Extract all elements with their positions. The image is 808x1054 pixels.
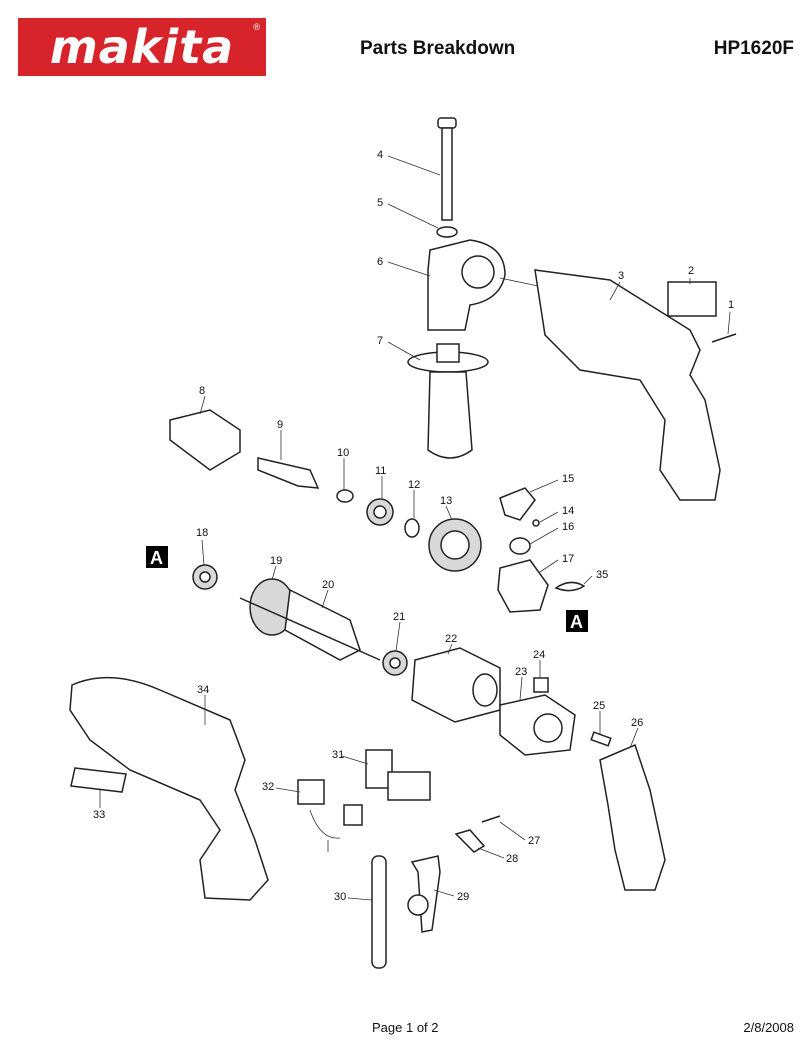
part-label-13: 13 [440, 495, 452, 507]
part-25-screw [590, 731, 612, 747]
part-6-ring [461, 255, 495, 289]
part-label-9: 9 [277, 419, 283, 431]
part-label-15: 15 [562, 473, 574, 485]
part-label-19: 19 [270, 555, 282, 567]
leader-lines [99, 155, 731, 901]
part-label-4: 4 [377, 149, 383, 161]
part-label-6: 6 [377, 256, 383, 268]
part-label-29: 29 [457, 891, 469, 903]
part-label-14: 14 [562, 505, 574, 517]
part-16-o-ring [509, 537, 531, 555]
part-label-11: 11 [375, 465, 386, 477]
part-label-33: 33 [93, 809, 105, 821]
part-31-switch-body [387, 771, 431, 801]
part-label-21: 21 [393, 611, 405, 623]
part-14-ball [532, 519, 540, 527]
part-label-27: 27 [528, 835, 540, 847]
part-label-12: 12 [408, 479, 420, 491]
part-15-lever [499, 487, 536, 521]
marker-a-left-label: A [150, 548, 163, 568]
part-label-34: 34 [197, 684, 209, 696]
part-7-handle [427, 371, 473, 459]
part-label-16: 16 [562, 521, 574, 533]
part-label-5: 5 [377, 197, 383, 209]
part-label-25: 25 [593, 700, 605, 712]
makita-logo: makita ® [18, 18, 266, 76]
part-30-cord [371, 855, 387, 969]
part-label-7: 7 [377, 335, 383, 347]
part-4-bolt-shaft [441, 127, 453, 221]
part-32-suppressor [297, 779, 325, 805]
marker-a-right-label: A [570, 612, 583, 632]
part-9-spindle [257, 457, 320, 489]
part-label-30: 30 [334, 891, 346, 903]
part-17-gear-housing [497, 559, 549, 613]
part-label-3: 3 [618, 270, 624, 282]
part-label-1: 1 [728, 299, 734, 311]
part-5-washer [436, 226, 458, 238]
part-label-8: 8 [199, 385, 205, 397]
part-4-bolt-head [437, 117, 457, 129]
part-3-housing [534, 269, 721, 501]
part-29-cord-guard [410, 855, 441, 933]
part-12-ring [404, 518, 420, 538]
marker-a-right: A [566, 610, 588, 632]
part-28-clamp [454, 829, 486, 853]
part-20-armature [284, 588, 361, 661]
model-number: HP1620F [713, 38, 794, 59]
part-26-handle-cover [599, 743, 666, 891]
part-24-cap [533, 677, 549, 693]
part-35-plate [554, 581, 586, 592]
part-label-24: 24 [533, 649, 545, 661]
part-8-chuck [169, 409, 241, 471]
logo-text: makita [49, 20, 235, 74]
part-label-32: 32 [262, 781, 274, 793]
part-label-23: 23 [515, 666, 527, 678]
part-label-22: 22 [445, 633, 457, 645]
page-number: Page 1 of 2 [372, 1020, 439, 1035]
part-label-35: 35 [596, 569, 608, 581]
part-label-31: 31 [332, 749, 344, 761]
part-label-26: 26 [631, 717, 643, 729]
part-6-grip-clamp [427, 239, 506, 331]
document-date: 2/8/2008 [743, 1020, 794, 1035]
part-1-screw [711, 333, 737, 343]
registered-mark: ® [253, 22, 260, 32]
part-34-housing [69, 676, 269, 901]
part-label-10: 10 [337, 447, 349, 459]
page-title: Parts Breakdown [360, 38, 516, 59]
marker-a-left: A [146, 546, 168, 568]
part-label-2: 2 [688, 265, 694, 277]
part-33-label [70, 767, 127, 793]
part-label-20: 20 [322, 579, 334, 591]
part-27-screw [481, 815, 501, 823]
part-20-shaft [239, 597, 381, 661]
part-10-spring [336, 489, 354, 503]
part-labels: 4 5 6 7 3 2 1 8 9 10 11 12 13 15 14 16 1… [93, 149, 734, 903]
part-label-17: 17 [562, 553, 574, 565]
part-2-label [667, 281, 717, 317]
part-label-18: 18 [196, 527, 208, 539]
part-label-28: 28 [506, 853, 518, 865]
part-7-neck [436, 343, 460, 363]
